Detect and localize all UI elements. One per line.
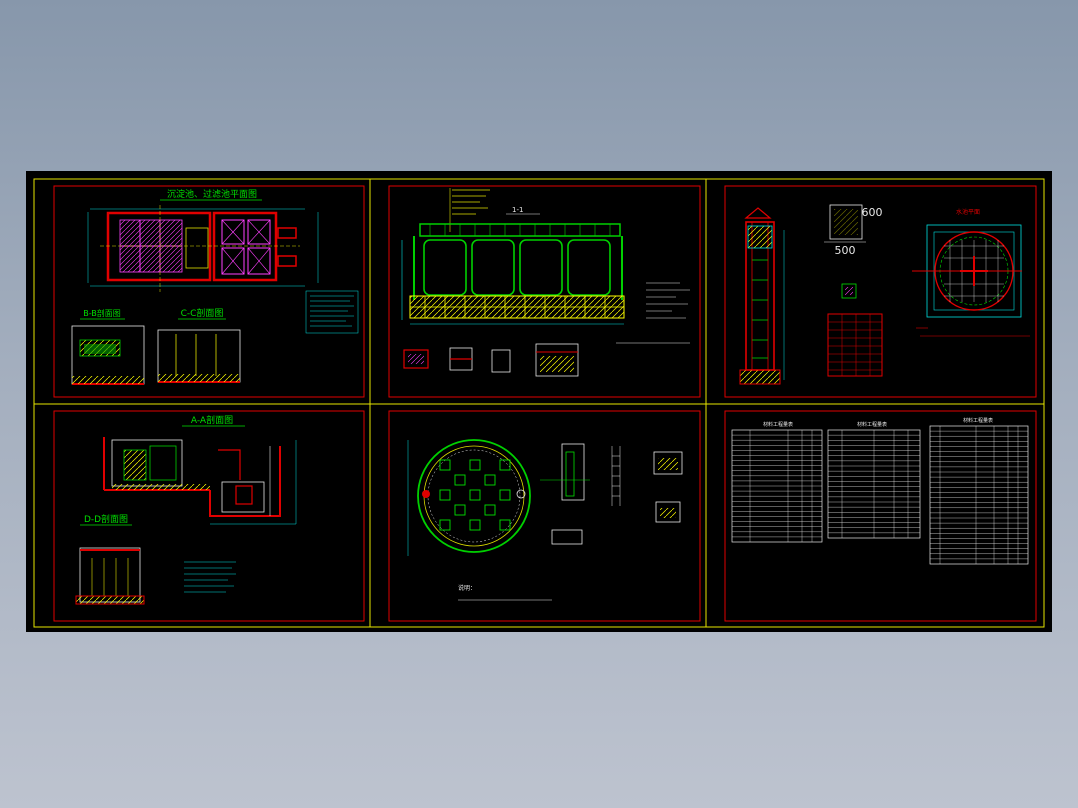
sheet-frame bbox=[33, 178, 1045, 628]
cc-section-title: C-C剖面图 bbox=[181, 307, 224, 319]
panel-circular-plan: 说明： bbox=[407, 439, 683, 601]
table-3-title: 材料工程量表 bbox=[963, 417, 993, 424]
panel-border-br bbox=[724, 410, 1037, 622]
panel-border-bl bbox=[53, 410, 365, 622]
tank-plan-title: 水池平面 bbox=[956, 208, 980, 216]
bb-section-title: B-B剖面图 bbox=[83, 308, 121, 318]
panel-border-bm bbox=[388, 410, 701, 622]
dd-section-title: D-D剖面图 bbox=[84, 513, 128, 525]
sheet-background bbox=[26, 171, 1052, 632]
aa-section-title: A-A剖面图 bbox=[191, 414, 233, 426]
section-1-1-title: 1-1 bbox=[512, 206, 523, 214]
panel-border-tr bbox=[724, 185, 1037, 398]
table-2-title: 材料工程量表 bbox=[857, 421, 887, 428]
panel-border-tl bbox=[53, 185, 365, 398]
plan-title: 沉淀池、过滤池平面图 bbox=[167, 188, 257, 200]
panel-material-tables: 材料工程量表 材料工程量表 材料工程量表 bbox=[731, 417, 1029, 565]
panel-aa-dd: A-A剖面图 D-D剖面图 bbox=[75, 414, 297, 605]
panel-plan-sections: 沉淀池、过滤池平面图 bbox=[71, 188, 359, 385]
material-table-3 bbox=[929, 425, 1029, 565]
panel-tower: 600 500 bbox=[739, 204, 1030, 385]
table-1-title: 材料工程量表 bbox=[763, 421, 793, 428]
panel-border-tm bbox=[388, 185, 701, 398]
dim-side-label: 500 bbox=[835, 244, 856, 257]
panel-long-section: 1-1 bbox=[401, 188, 690, 377]
dim-top-label: 600 bbox=[862, 206, 883, 219]
note-label: 说明： bbox=[458, 584, 476, 592]
